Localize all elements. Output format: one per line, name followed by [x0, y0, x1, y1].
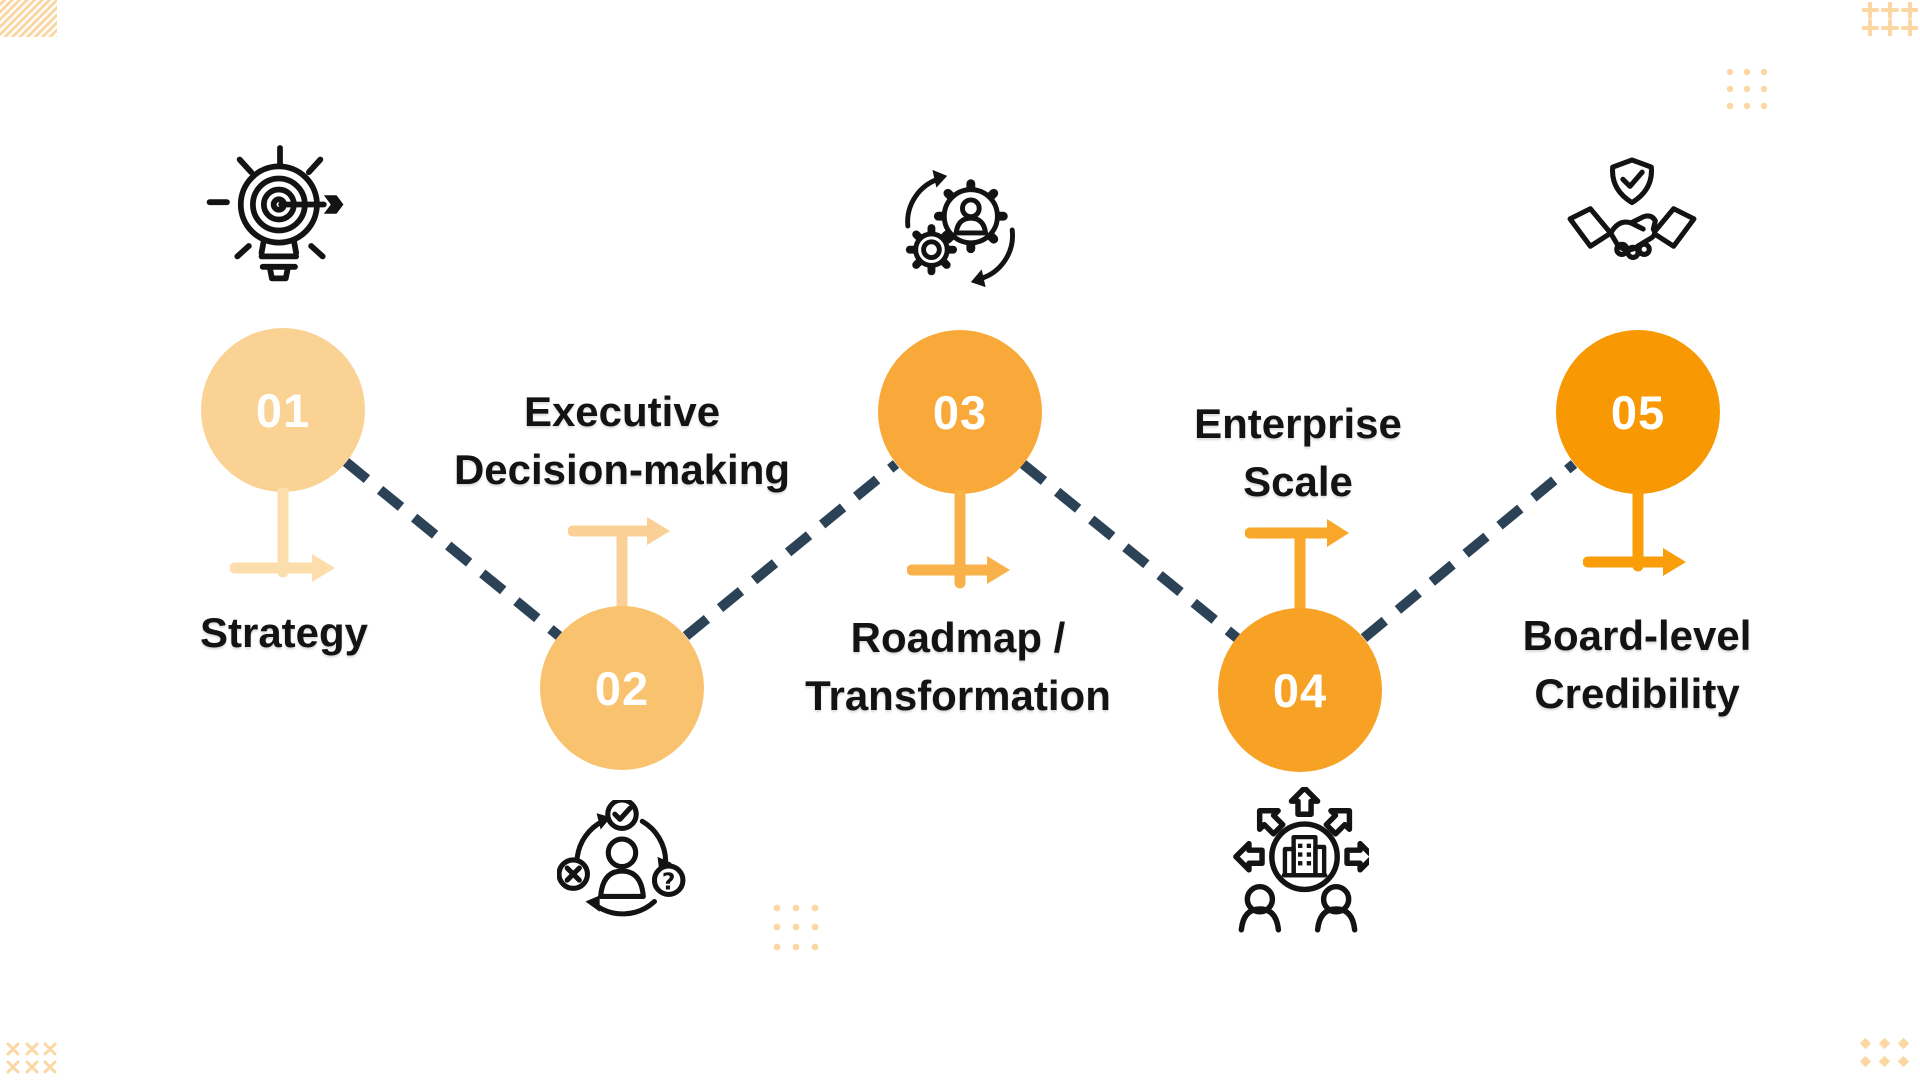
step-01-circle: 01 — [201, 328, 365, 492]
step-02-arrow-icon — [568, 517, 670, 612]
step-04-number: 04 — [1272, 663, 1328, 717]
connector-2-3 — [682, 460, 900, 640]
step-01-arrow-icon — [230, 488, 335, 582]
step-01-number: 01 — [255, 383, 311, 437]
diamond-grid-decoration-icon — [1859, 1037, 1910, 1068]
step-04-circle: 04 — [1218, 608, 1382, 772]
step-03-circle: 03 — [878, 330, 1042, 494]
decision-person-cycle-icon: ? — [557, 800, 686, 917]
step-03-label: Roadmap / Transformation — [805, 614, 1111, 719]
step-03-number: 03 — [932, 385, 988, 439]
enterprise-scale-building-icon — [1227, 787, 1369, 933]
dot-grid-decoration-icon — [773, 904, 819, 951]
connector-4-5 — [1360, 460, 1578, 642]
svg-text:?: ? — [662, 867, 676, 895]
step-05-arrow-icon — [1583, 490, 1686, 576]
step-02-circle: 02 — [540, 606, 704, 770]
trust-handshake-shield-icon — [1567, 157, 1697, 260]
stripes-decoration-icon — [0, 0, 57, 37]
x-grid-decoration-icon — [6, 1042, 57, 1074]
idea-target-lightbulb-icon — [206, 145, 344, 282]
step-04-arrow-icon — [1245, 519, 1349, 616]
plus-grid-decoration-icon — [1862, 2, 1918, 36]
step-01-label: Strategy — [199, 609, 369, 656]
step-04-label: Enterprise Scale — [1194, 400, 1402, 505]
step-05-circle: 05 — [1556, 330, 1720, 494]
step-05-label: Board-level Credibility — [1522, 612, 1752, 717]
step-03-arrow-icon — [907, 490, 1010, 589]
step-02-label: Executive Decision-making — [453, 388, 791, 493]
connector-3-4 — [1019, 460, 1241, 642]
step-05-number: 05 — [1610, 385, 1666, 439]
gears-transformation-icon — [905, 169, 1015, 288]
connector-1-2 — [342, 458, 563, 640]
step-02-number: 02 — [594, 661, 650, 715]
dot-grid-decoration-icon — [1726, 68, 1768, 110]
